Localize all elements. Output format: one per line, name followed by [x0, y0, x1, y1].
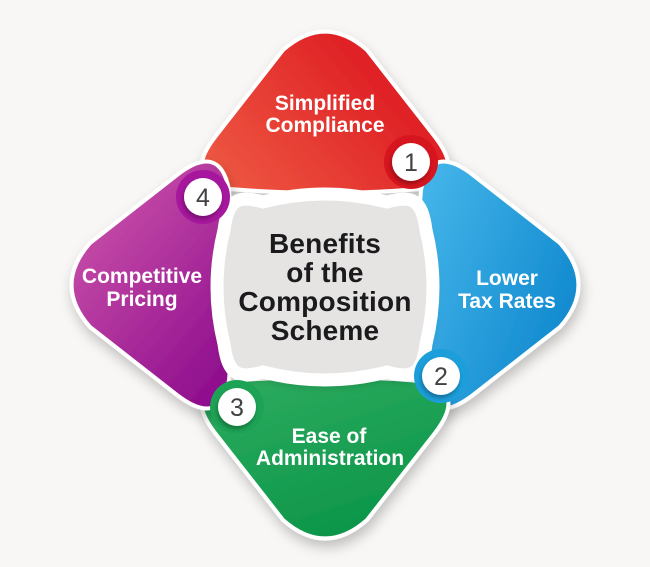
petal-label-line: Administration: [256, 447, 404, 470]
petal-label-line: Pricing: [106, 288, 177, 311]
petal-label-competitive-pricing: Competitive Pricing: [82, 265, 202, 311]
badge-4-number: 4: [196, 184, 210, 212]
petal-label-lower-tax-rates: Lower Tax Rates: [458, 267, 556, 313]
center-title-line-2: of the: [286, 257, 363, 288]
center-title-line-1: Benefits: [269, 228, 381, 259]
petal-label-simplified-compliance: Simplified Compliance: [265, 92, 384, 137]
center-shape-border: [210, 187, 440, 387]
badge-2-number: 2: [434, 363, 448, 391]
badge-3-number: 3: [230, 394, 244, 422]
petal-label-line: Simplified: [275, 92, 375, 115]
badge-3-circle: [218, 388, 256, 426]
badge-1: 1: [384, 135, 438, 189]
petal-label-line: Compliance: [265, 114, 384, 137]
badge-4: 4: [176, 170, 230, 224]
badge-2-circle: [422, 357, 460, 395]
petal-label-line: Ease of: [292, 425, 368, 448]
badge-2: 2: [414, 349, 468, 403]
badge-4-circle: [184, 178, 222, 216]
center-shape: [217, 194, 433, 380]
petal-label-line: Lower: [476, 267, 538, 290]
petal-label-ease-of-administration: Ease of Administration: [256, 425, 404, 470]
center-title-line-3: Composition: [238, 286, 411, 317]
badge-3: 3: [210, 380, 264, 434]
petal-label-line: Competitive: [82, 265, 202, 288]
petal-label-line: Tax Rates: [458, 290, 556, 313]
badge-1-circle: [392, 143, 430, 181]
center-title-line-4: Scheme: [271, 315, 380, 346]
center-title: Benefits of the Composition Scheme: [238, 228, 411, 346]
badge-1-number: 1: [404, 149, 418, 177]
